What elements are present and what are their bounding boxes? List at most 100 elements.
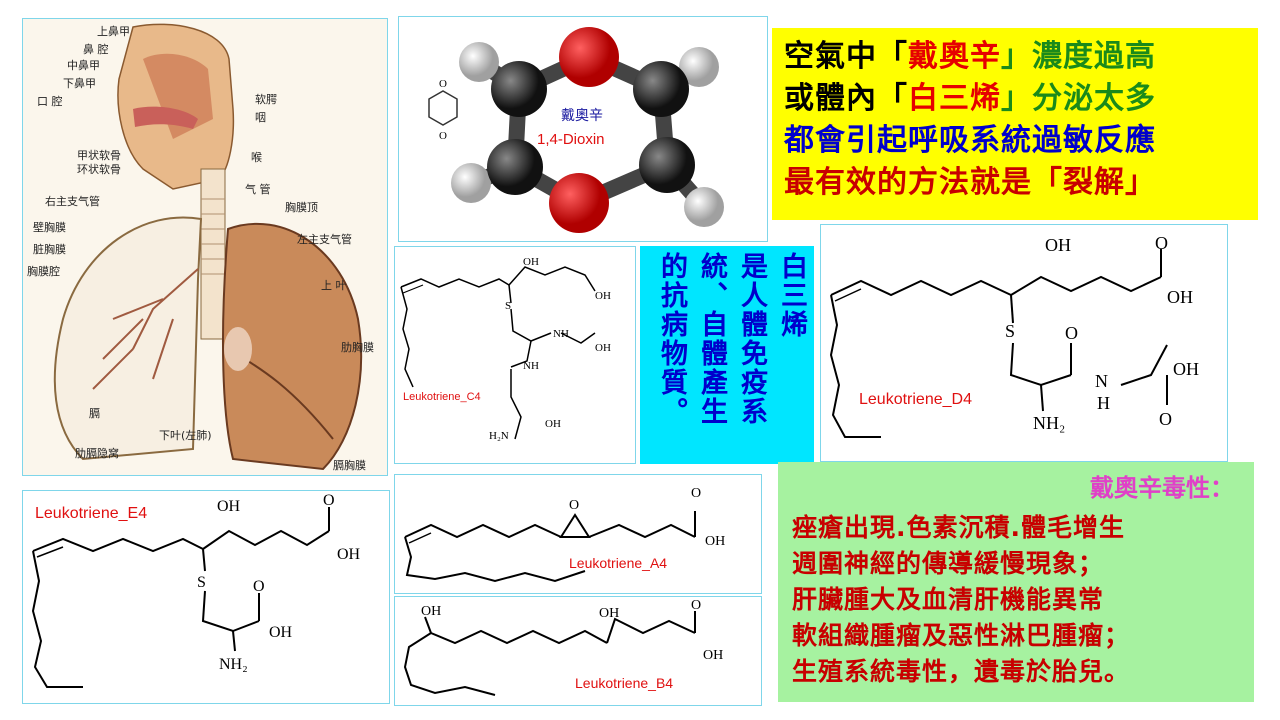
d4-oh-top: OH xyxy=(1045,235,1071,255)
definition-col-3: 統、自體產生 xyxy=(696,252,727,426)
dioxin-molecule-figure: O O 戴奧辛 1,4-Dioxin xyxy=(398,16,768,242)
a4-o-acid: O xyxy=(691,486,701,501)
definition-col-2: 是人體免疫系 xyxy=(736,252,767,426)
e4-o-acid: O xyxy=(323,492,335,509)
leukotriene-d4-structure: OH O OH S O N H OH O NH₂ Leukotriene_D4 xyxy=(820,224,1228,462)
e4-oh-top: OH xyxy=(217,498,241,515)
c4-h2n: H₂N xyxy=(489,430,509,442)
dioxin-name-zh: 戴奧辛 xyxy=(561,108,603,124)
label-costal-pleura: 肋胸膜 xyxy=(341,341,374,354)
leukotriene-c4-label: Leukotriene_C4 xyxy=(403,391,481,403)
e4-s: S xyxy=(197,574,206,591)
definition-col-1: 白三烯 xyxy=(776,252,807,339)
label-oral-cavity: 口 腔 xyxy=(37,95,63,108)
label-lower-turbinate: 下鼻甲 xyxy=(63,77,96,90)
leukotriene-a4-structure: O O OH Leukotriene_A4 xyxy=(394,474,762,594)
e4-nh2: NH₂ xyxy=(219,656,248,673)
d4-h: H xyxy=(1097,393,1110,413)
c4-oh-acid: OH xyxy=(595,290,611,302)
summary-line-2-prefix: 或體內「 xyxy=(784,81,908,116)
dioxin-3d-model: O O xyxy=(428,27,724,233)
dioxin-toxicity-box: 戴奧辛毒性： 痤瘡出現.色素沉積.體毛增生 週圍神經的傳導緩慢現象； 肝臟腫大及… xyxy=(778,462,1254,702)
d4-o-gly: O xyxy=(1159,409,1172,429)
d4-n: N xyxy=(1095,371,1108,391)
e4-o-cys: O xyxy=(253,578,265,595)
leukotriene-e4-skeleton: OH O OH S O OH NH₂ xyxy=(31,492,361,688)
leukotriene-d4-skeleton: OH O OH S O N H OH O NH₂ xyxy=(829,233,1199,438)
d4-nh2: NH₂ xyxy=(1033,413,1065,433)
leukotriene-b4-label: Leukotriene_B4 xyxy=(575,675,674,691)
leukotriene-b4-structure: OH OH O OH Leukotriene_B4 xyxy=(394,596,762,706)
summary-line-1: 空氣中「戴奧辛」濃度過高 xyxy=(784,36,1258,78)
label-upper-turbinate: 上鼻甲 xyxy=(97,25,130,38)
label-visceral-pleura: 脏胸膜 xyxy=(33,243,66,256)
label-nasal-cavity: 鼻 腔 xyxy=(83,43,109,56)
d4-o-acid: O xyxy=(1155,233,1168,253)
label-cricoid-cartilage: 环状软骨 xyxy=(77,163,121,176)
c4-s: S xyxy=(505,300,511,312)
d4-s: S xyxy=(1005,321,1015,341)
leukotriene-a4-label: Leukotriene_A4 xyxy=(569,555,668,571)
b4-o-acid: O xyxy=(691,598,701,613)
label-upper-lobe: 上 叶 xyxy=(321,279,347,292)
label-left-main-bronchus: 左主支气管 xyxy=(297,233,352,246)
toxicity-item: 生殖系統毒性，遺毒於胎兒。 xyxy=(792,657,1131,686)
c4-nh-glu: NH xyxy=(523,360,539,372)
anatomy-illustration xyxy=(53,23,363,471)
leukotriene-e4-label: Leukotriene_E4 xyxy=(35,505,148,522)
label-trachea: 气 管 xyxy=(245,183,271,196)
label-pleural-cavity: 胸膜腔 xyxy=(27,265,60,278)
summary-line-1-dioxin: 戴奧辛 xyxy=(908,39,1001,74)
leukotriene-a4-skeleton: O O OH xyxy=(404,486,725,583)
a4-oh-acid: OH xyxy=(705,534,725,549)
label-soft-palate: 软腭 xyxy=(255,93,277,106)
label-pharynx: 咽 xyxy=(255,111,266,124)
c4-nh-amide: NH xyxy=(553,328,569,340)
toxicity-item: 週圍神經的傳導緩慢現象； xyxy=(792,549,1105,578)
label-diaphragm: 膈 xyxy=(89,407,100,420)
b4-oh-acid: OH xyxy=(703,648,723,663)
d4-oh-acid: OH xyxy=(1167,287,1193,307)
d4-oh-gly: OH xyxy=(1173,359,1199,379)
toxicity-item: 肝臟腫大及血清肝機能異常 xyxy=(792,585,1105,614)
leukotriene-e4-structure: OH O OH S O OH NH₂ Leukotriene_E4 xyxy=(22,490,390,704)
toxicity-item: 軟組織腫瘤及惡性淋巴腫瘤； xyxy=(792,621,1131,650)
leukotriene-b4-skeleton: OH OH O OH xyxy=(403,598,723,696)
label-right-main-bronchus: 右主支气管 xyxy=(45,195,100,208)
label-larynx: 喉 xyxy=(251,151,262,164)
b4-oh-mid: OH xyxy=(599,606,619,621)
summary-line-3: 都會引起呼吸系統過敏反應 xyxy=(784,123,1156,158)
b4-oh-left: OH xyxy=(421,604,441,619)
summary-line-2-suffix: 」分泌太多 xyxy=(1001,81,1156,116)
label-lower-lobe: 下叶(左肺) xyxy=(159,429,212,442)
e4-oh-acid: OH xyxy=(337,546,361,563)
d4-o-amide: O xyxy=(1065,323,1078,343)
dioxin-name-en: 1,4-Dioxin xyxy=(537,131,605,148)
summary-line-4: 最有效的方法就是「裂解」 xyxy=(784,165,1156,200)
c4-oh-gly: OH xyxy=(595,342,611,354)
label-pleura-apex: 胸膜顶 xyxy=(285,201,318,214)
definition-col-4: 的抗病物質。 xyxy=(656,252,687,426)
dioxin-outline-o-top: O xyxy=(439,78,447,90)
summary-line-1-suffix: 」濃度過高 xyxy=(1001,39,1156,74)
respiratory-anatomy-figure: 上鼻甲 鼻 腔 中鼻甲 下鼻甲 口 腔 软腭 咽 甲状软骨 环状软骨 喉 气 管… xyxy=(22,18,388,476)
summary-line-1-prefix: 空氣中「 xyxy=(784,39,908,74)
summary-line-2: 或體內「白三烯」分泌太多 xyxy=(784,78,1258,120)
summary-line-2-leukotriene: 白三烯 xyxy=(908,81,1001,116)
toxicity-title: 戴奧辛毒性： xyxy=(1090,474,1234,502)
a4-epoxide-o: O xyxy=(569,498,579,513)
leukotriene-definition-box: 白三烯 是人體免疫系 統、自體產生 的抗病物質。 xyxy=(640,246,814,464)
label-middle-turbinate: 中鼻甲 xyxy=(67,59,100,72)
dioxin-leukotriene-summary-box: 空氣中「戴奧辛」濃度過高 或體內「白三烯」分泌太多 都會引起呼吸系統過敏反應 最… xyxy=(772,28,1258,220)
leukotriene-d4-label: Leukotriene_D4 xyxy=(859,391,972,408)
leukotriene-c4-structure: OH OH S NH OH NH OH H₂N Leukotriene_C4 xyxy=(394,246,636,464)
e4-oh-cys: OH xyxy=(269,624,293,641)
toxicity-item: 痤瘡出現.色素沉積.體毛增生 xyxy=(792,513,1125,542)
dioxin-outline-o-bottom: O xyxy=(439,130,447,142)
label-costodiaphragmatic-recess: 肋膈隐窝 xyxy=(75,447,119,460)
label-parietal-pleura: 壁胸膜 xyxy=(33,221,66,234)
label-diaphragmatic-pleura: 膈胸膜 xyxy=(333,459,366,472)
c4-oh-glu: OH xyxy=(545,418,561,430)
label-thyroid-cartilage: 甲状软骨 xyxy=(77,149,121,162)
leukotriene-c4-skeleton: OH OH S NH OH NH OH H₂N xyxy=(400,256,611,442)
